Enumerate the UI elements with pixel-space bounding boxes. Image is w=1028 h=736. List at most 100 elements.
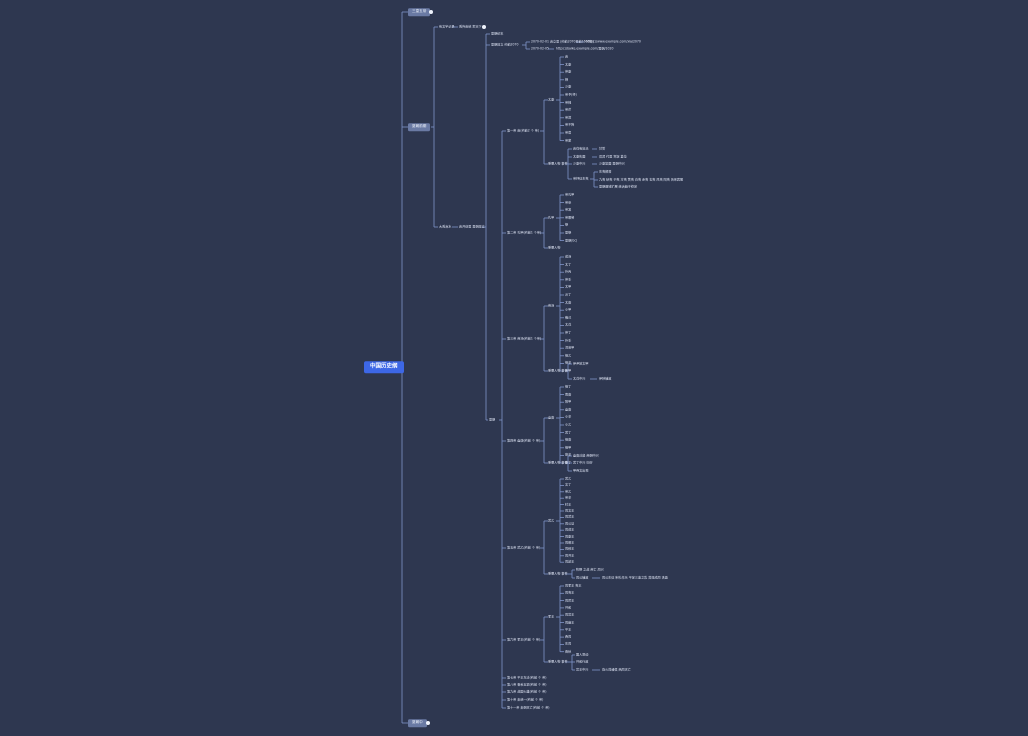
collapse-toggle-icon[interactable] (429, 10, 433, 14)
group-node[interactable]: 重要人物 事件 (548, 460, 568, 465)
group-node[interactable]: 重要人物 事件 (548, 161, 568, 166)
list-item[interactable]: 周武王 (565, 514, 575, 519)
topic-node[interactable]: 帝杼征东夷 (573, 176, 589, 181)
list-item[interactable]: 祖乙 (565, 353, 572, 358)
list-item[interactable]: 帝扃 (565, 130, 572, 135)
list-item[interactable]: 帝乙 (565, 489, 572, 494)
list-item[interactable]: 仲壬 (565, 277, 572, 282)
list-item[interactable]: 帝廑 (565, 138, 572, 143)
topic-node[interactable]: 牧野 之战 商亡 周兴 (576, 567, 604, 572)
list-item[interactable]: 周文王 (565, 508, 575, 513)
topic-node[interactable]: 甘誓 (599, 146, 606, 151)
group-node[interactable]: 太康 (548, 97, 555, 102)
topic-node[interactable]: 周公辅政 (576, 575, 589, 580)
group-node[interactable]: 商汤 (548, 303, 555, 308)
link-node[interactable]: https://baike.example.com/夏朝/1020 (556, 46, 614, 51)
topic-node[interactable]: 周公东征 制礼作乐 平定三监之乱 营建成周 洛邑 (602, 575, 668, 580)
list-item[interactable]: 文丁 (565, 482, 572, 487)
list-item[interactable]: 盘庚 (565, 407, 572, 412)
collapse-toggle-icon[interactable] (426, 721, 430, 725)
list-item[interactable]: 帝孔甲 (565, 192, 575, 197)
reign-node[interactable]: 第七帝 平王东迁(约前 个 帝) (507, 675, 547, 680)
list-item[interactable]: 武乙 (565, 476, 572, 481)
list-item[interactable]: 小辛 (565, 414, 572, 419)
reign-node[interactable]: 第十一帝 秦朝灭亡(约前 个 帝) (507, 705, 550, 710)
list-item[interactable]: 沃丁 (565, 292, 572, 297)
list-item[interactable]: 南庚 (565, 392, 572, 397)
topic-node[interactable]: 国人暴动 (576, 652, 589, 657)
list-item[interactable]: 西周 (565, 634, 572, 639)
topic-node[interactable]: 有文字记录 (439, 24, 455, 29)
group-node[interactable]: 重要人物 (548, 245, 561, 250)
group-node[interactable]: 重要人物 事件 (548, 368, 568, 373)
topic-node[interactable]: 甲骨文出现 (573, 468, 589, 473)
list-item[interactable]: 祖丁 (565, 384, 572, 389)
list-item[interactable]: 阳甲 (565, 399, 572, 404)
list-item[interactable]: 夏桀 (565, 230, 572, 235)
list-item[interactable]: 小乙 (565, 422, 572, 427)
list-item[interactable]: 太甲 (565, 284, 572, 289)
group-node[interactable]: 孝王 (548, 614, 555, 619)
group-node[interactable]: 孔甲 (548, 215, 555, 220)
topic-node[interactable]: 2070-02-05 (531, 46, 549, 51)
list-item[interactable]: 廪辛 (565, 452, 572, 457)
list-item[interactable]: 太戊 (565, 322, 572, 327)
reign-node[interactable]: 第五帝 武乙(约前 个 帝) (507, 545, 541, 550)
topic-node[interactable]: 禹传启统 家天下 (459, 24, 482, 29)
list-item[interactable]: 武丁 (565, 430, 572, 435)
topic-node[interactable]: 大禹治水 (439, 224, 452, 229)
reign-node[interactable]: 第三帝 商汤(约前1 个帝) (507, 336, 542, 341)
topic-node[interactable]: 2070-02-01 启立夏 (约前2070至前1600年) (531, 39, 594, 44)
list-item[interactable]: 祖辛 (565, 360, 572, 365)
list-item[interactable]: 周成王 (565, 527, 575, 532)
list-item[interactable]: 成汤 (565, 254, 572, 259)
list-item[interactable]: 仲康 (565, 69, 572, 74)
group-node[interactable]: 武乙 (548, 518, 555, 523)
topic-node[interactable]: 伊陟辅政 (599, 376, 612, 381)
list-item[interactable]: 周幽王 (565, 619, 575, 624)
topic-node[interactable]: 武丁中兴 妇好 (573, 460, 593, 465)
reign-node[interactable]: 第四帝 盘庚(约前 个 帝) (507, 438, 541, 443)
list-item[interactable]: 相 (565, 77, 569, 82)
reign-node[interactable]: 第九帝 战国七雄(约前 个 帝) (507, 689, 547, 694)
topic-node[interactable]: 宣王中兴 (576, 667, 589, 672)
list-item[interactable]: 帝皋 (565, 200, 572, 205)
list-item[interactable]: 平王 (565, 627, 572, 632)
branch-b2[interactable]: 夏朝前期 (408, 123, 431, 131)
list-item[interactable]: 太康 (565, 62, 572, 67)
list-item[interactable]: 帝槐 (565, 100, 572, 105)
list-item[interactable]: 周宣王 (565, 612, 575, 617)
list-item[interactable]: 周厉王 (565, 598, 575, 603)
list-item[interactable]: 雍己 (565, 315, 572, 320)
topic-node[interactable]: 共和行政 (576, 659, 589, 664)
reign-node[interactable]: 第二帝 孔甲(约前1 个帝) (507, 230, 542, 235)
list-item[interactable]: 外丙 (565, 269, 572, 274)
list-item[interactable]: 河亶甲 (565, 345, 575, 350)
list-item[interactable]: 少康 (565, 84, 572, 89)
topic-node[interactable]: 太康失国 (573, 154, 586, 159)
list-item[interactable]: 沃甲 (565, 368, 572, 373)
list-item[interactable]: 周穆王 (565, 546, 575, 551)
list-item[interactable]: 康丁 (565, 460, 572, 465)
topic-node[interactable]: 夏朝纪年 (491, 31, 504, 36)
topic-node[interactable]: 九夷 畎夷 于夷 方夷 黄夷 白夷 赤夷 玄夷 风夷 阳夷 皆来宾服 (599, 177, 684, 182)
list-item[interactable]: 周孝王 夷王 (565, 583, 582, 588)
list-item[interactable]: 太丁 (565, 262, 572, 267)
reign-node[interactable]: 第一帝 启(约前2 个 帝) (507, 128, 540, 133)
list-item[interactable]: 启 (565, 54, 569, 59)
topic-node[interactable]: 夏朝疆域扩展 统治趋于稳定 (599, 184, 638, 189)
topic-node[interactable]: 少康复国 夏朝中兴 (599, 161, 625, 166)
list-item[interactable]: 共和 (565, 605, 572, 610)
topic-node[interactable]: 少康中兴 (573, 161, 586, 166)
reign-node[interactable]: 第十帝 秦统一(约前 个 帝) (507, 697, 544, 702)
root-topic[interactable]: 中国历史纲 (364, 361, 404, 373)
list-item[interactable]: 小甲 (565, 307, 572, 312)
list-item[interactable]: 太庚 (565, 300, 572, 305)
list-item[interactable]: 夏朝(bc) (565, 238, 578, 243)
topic-node[interactable]: 太戊中兴 (573, 376, 586, 381)
topic-node[interactable]: 后羿 代夏 寒浞 篡位 (599, 154, 627, 159)
topic-node[interactable]: 夏朝 (489, 417, 496, 422)
branch-b1[interactable]: 三皇五帝 (408, 8, 431, 16)
group-node[interactable]: 盘庚 (548, 415, 555, 420)
reign-node[interactable]: 第六帝 孝王(约前 个 帝) (507, 637, 541, 642)
